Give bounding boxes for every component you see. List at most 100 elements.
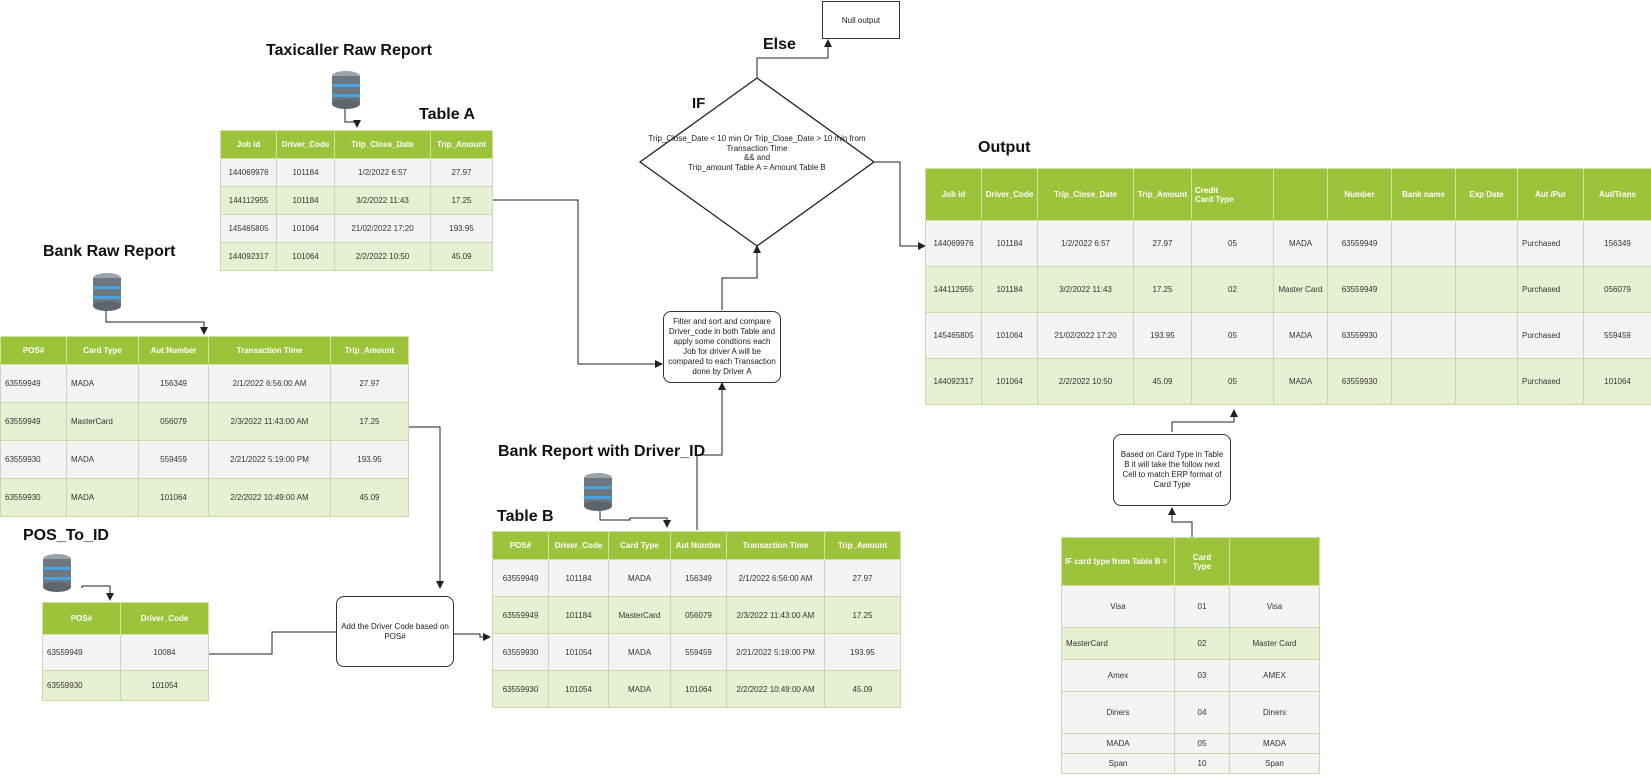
bank-raw-header: Trip_Amount xyxy=(330,336,409,365)
title-taxicaller-raw-report: Taxicaller Raw Report xyxy=(266,42,432,59)
table-card-type-map: IF card type from Table B = Card Type Vi… xyxy=(1061,537,1320,774)
table-b-cell: 156349 xyxy=(670,559,727,597)
bank-raw-header: Transaction Time xyxy=(208,336,331,365)
title-bank-report-with-driver-id: Bank Report with Driver_ID xyxy=(498,443,706,460)
table-b-cell: 101064 xyxy=(670,670,727,708)
output-header: Job id xyxy=(925,168,982,221)
output-cell: 144069976 xyxy=(925,220,982,267)
output-header xyxy=(1273,168,1328,221)
card-map-cell: 02 xyxy=(1174,627,1230,660)
table-b-cell: 63559930 xyxy=(492,670,549,708)
output-header: Trip_Close_Date xyxy=(1037,168,1134,221)
title-table-a: Table A xyxy=(419,106,476,123)
table-b-header: POS# xyxy=(492,531,549,560)
table-b-cell: 2/3/2022 11:43:00 AM xyxy=(726,596,825,634)
bank-raw-cell: MADA xyxy=(66,478,139,517)
table-a-cell: 1/2/2022 6:57 xyxy=(334,158,431,187)
table-a-header: Driver_Code xyxy=(276,130,335,159)
output-cell: 02 xyxy=(1191,266,1274,313)
database-icon xyxy=(332,71,360,109)
card-map-cell: Diners xyxy=(1061,691,1175,734)
table-a-cell: 17.25 xyxy=(430,186,493,215)
output-cell: 63559949 xyxy=(1327,220,1392,267)
output-cell: 193.95 xyxy=(1133,312,1192,359)
table-b-cell: 193.95 xyxy=(824,633,901,671)
output-cell xyxy=(1455,312,1518,359)
table-b-header: Aut Number xyxy=(670,531,727,560)
output-header: Trip_Amount xyxy=(1133,168,1192,221)
bank-raw-cell: 45.09 xyxy=(330,478,409,517)
output-header: Number xyxy=(1327,168,1392,221)
output-cell xyxy=(1391,220,1456,267)
card-map-cell: 05 xyxy=(1174,733,1230,754)
table-b-cell: 101054 xyxy=(548,633,609,671)
output-cell xyxy=(1455,220,1518,267)
title-table-b: Table B xyxy=(497,508,554,525)
table-a-cell: 145465805 xyxy=(220,214,277,243)
title-output: Output xyxy=(978,139,1031,156)
output-header: Aut/Trans xyxy=(1583,168,1651,221)
bank-raw-cell: 2/2/2022 10:49:00 AM xyxy=(208,478,331,517)
output-cell: 144092317 xyxy=(925,358,982,405)
bank-raw-cell: 17.25 xyxy=(330,402,409,441)
table-b-header: Driver_Code xyxy=(548,531,609,560)
card-map-cell: MasterCard xyxy=(1061,627,1175,660)
table-b-cell: 101184 xyxy=(548,559,609,597)
add-driver-code-box: Add the Driver Code based on POS# xyxy=(336,596,454,667)
output-cell: 145465805 xyxy=(925,312,982,359)
output-cell: 05 xyxy=(1191,220,1274,267)
table-b-cell: 63559949 xyxy=(492,559,549,597)
pos-to-id-header: Driver_Code xyxy=(120,602,209,635)
output-cell: Purchased xyxy=(1517,312,1584,359)
output-cell: 05 xyxy=(1191,312,1274,359)
output-cell: Purchased xyxy=(1517,266,1584,313)
table-a-cell: 144092317 xyxy=(220,242,277,271)
bank-raw-cell: 63559930 xyxy=(0,478,67,517)
table-a-cell: 144112955 xyxy=(220,186,277,215)
table-a-cell: 45.09 xyxy=(430,242,493,271)
card-map-cell: Amex xyxy=(1061,659,1175,692)
output-cell xyxy=(1391,312,1456,359)
bank-raw-header: Aut Number xyxy=(138,336,209,365)
card-map-cell: AMEX xyxy=(1229,659,1320,692)
table-b-cell: 63559930 xyxy=(492,633,549,671)
table-b-header: Card Type xyxy=(608,531,671,560)
bank-raw-cell: 2/21/2022 5:19:00 PM xyxy=(208,440,331,479)
table-a-header: Job id xyxy=(220,130,277,159)
pos-to-id-cell: 63559949 xyxy=(42,634,121,671)
bank-raw-cell: 63559949 xyxy=(0,402,67,441)
output-cell: Purchased xyxy=(1517,358,1584,405)
output-cell: 63559949 xyxy=(1327,266,1392,313)
output-cell: 101184 xyxy=(981,266,1038,313)
table-b-cell: MADA xyxy=(608,559,671,597)
table-b-header: Trip_Amount xyxy=(824,531,901,560)
table-b-cell: 27.97 xyxy=(824,559,901,597)
card-map-cell: MADA xyxy=(1061,733,1175,754)
bank-raw-cell: MADA xyxy=(66,364,139,403)
output-cell: 21/02/2022 17:20 xyxy=(1037,312,1134,359)
output-cell: 056079 xyxy=(1583,266,1651,313)
output-cell: 559459 xyxy=(1583,312,1651,359)
output-cell: 63559930 xyxy=(1327,358,1392,405)
card-map-header xyxy=(1229,537,1320,586)
output-header: Driver_Code xyxy=(981,168,1038,221)
card-type-rule-box: Based on Card Type in Table B it will ta… xyxy=(1113,434,1231,506)
output-header: Aut /Pur xyxy=(1517,168,1584,221)
output-cell: Purchased xyxy=(1517,220,1584,267)
output-cell: 63559930 xyxy=(1327,312,1392,359)
card-map-cell: Master Card xyxy=(1229,627,1320,660)
output-cell: 101184 xyxy=(981,220,1038,267)
card-map-cell: Visa xyxy=(1061,585,1175,628)
title-pos-to-id: POS_To_ID xyxy=(23,527,109,544)
card-map-cell: 10 xyxy=(1174,753,1230,774)
table-pos-to-id: POS# Driver_Code 63559949 10084 63559930… xyxy=(42,602,209,701)
table-a-header: Trip_Amount xyxy=(430,130,493,159)
table-a-cell: 193.95 xyxy=(430,214,493,243)
card-map-cell: Diners xyxy=(1229,691,1320,734)
table-b-cell: 056079 xyxy=(670,596,727,634)
card-map-cell: 03 xyxy=(1174,659,1230,692)
title-bank-raw-report: Bank Raw Report xyxy=(43,243,176,260)
database-icon xyxy=(43,554,71,592)
bank-raw-cell: 27.97 xyxy=(330,364,409,403)
